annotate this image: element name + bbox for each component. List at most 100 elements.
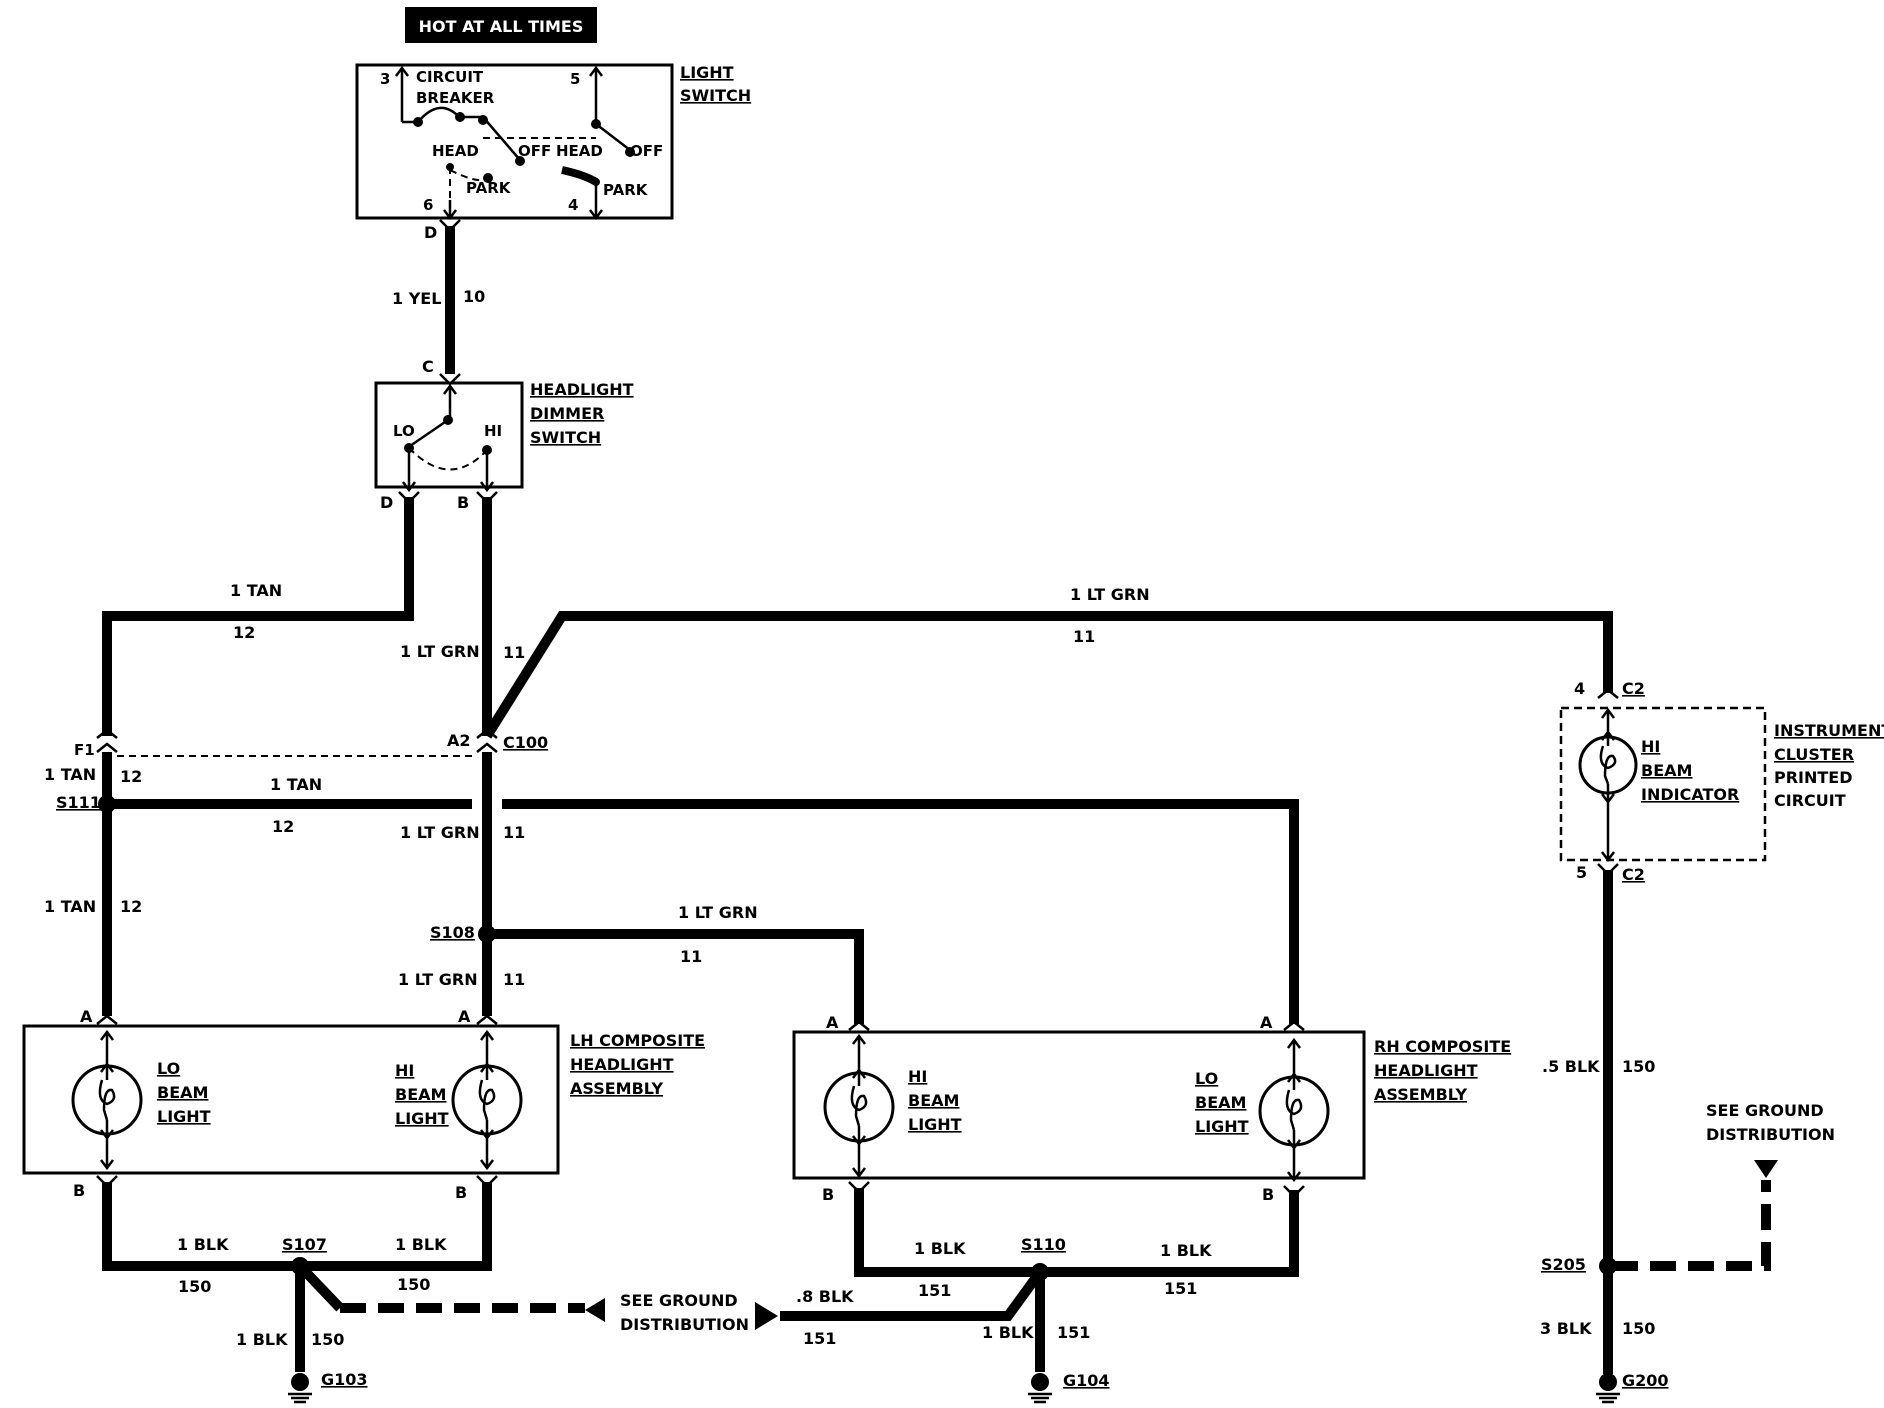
tan-f1-circuit: 12 [120, 767, 142, 786]
rh-conn-a2: A [1260, 1013, 1273, 1032]
ltgrn-top-circuit: 11 [1073, 627, 1095, 646]
cluster-ind-3: INDICATOR [1641, 785, 1739, 804]
light-switch-title-1: LIGHT [680, 63, 734, 82]
rh-title-3: ASSEMBLY [1374, 1085, 1467, 1104]
blk-rh-right-circuit: 151 [1164, 1279, 1197, 1298]
lh-composite-headlight-assembly: LO BEAM LIGHT HI BEAM LIGHT [22, 1014, 560, 1175]
blk-rh-right-color: 1 BLK [1160, 1241, 1212, 1260]
conn-d-dim: D [380, 493, 393, 512]
conn-b-dim: B [457, 493, 469, 512]
blk-rh-left-color: 1 BLK [914, 1239, 966, 1258]
yel-circuit: 10 [463, 287, 485, 306]
ground-g103: G103 [321, 1370, 368, 1389]
ls-term-4: 4 [568, 196, 578, 214]
lh-conn-b2: B [455, 1183, 467, 1202]
blk-lh-left-circuit: 150 [178, 1277, 211, 1296]
conn-c100: C100 [503, 733, 548, 752]
blk-g104-color: 1 BLK [982, 1323, 1034, 1342]
dimmer-title-1: HEADLIGHT [530, 380, 634, 399]
cluster-c2-bot: C2 [1622, 865, 1645, 884]
rh-title-1: RH COMPOSITE [1374, 1037, 1511, 1056]
ls-head-right: HEAD [556, 142, 603, 160]
lh-conn-b1: B [73, 1181, 85, 1200]
hot-label: HOT AT ALL TIMES [419, 17, 584, 36]
tan-f1-color: 1 TAN [44, 765, 96, 784]
dimmer-hi: HI [484, 422, 502, 440]
cluster-title-4: CIRCUIT [1774, 791, 1846, 810]
dimmer-title-2: DIMMER [530, 404, 604, 423]
conn-c: C [422, 357, 434, 376]
rh-conn-b2: B [1262, 1185, 1274, 1204]
blk-3-circuit: 150 [1622, 1319, 1655, 1338]
ltgrn-s108-color: 1 LT GRN [678, 903, 758, 922]
ground-dist-right-1: SEE GROUND [1706, 1101, 1824, 1120]
ls-head-left: HEAD [432, 142, 479, 160]
splice-s110: S110 [1021, 1235, 1066, 1254]
ltgrn-s108-circuit: 11 [680, 947, 702, 966]
instrument-cluster: HI BEAM INDICATOR [1559, 688, 1767, 863]
lh-conn-a1: A [80, 1007, 93, 1026]
lh-conn-a2: A [458, 1007, 471, 1026]
lh-lo-1: LO [157, 1059, 180, 1078]
lh-hi-1: HI [395, 1061, 414, 1080]
cluster-title-1: INSTRUMENT [1774, 721, 1884, 740]
ground-dist-left-1: SEE GROUND [620, 1291, 738, 1310]
cluster-ind-1: HI [1641, 737, 1660, 756]
splice-s111: S111 [56, 793, 101, 812]
ltgrn-dim-color: 1 LT GRN [400, 642, 480, 661]
lh-hi-3: LIGHT [395, 1109, 449, 1128]
tan-low-circuit: 12 [120, 897, 142, 916]
ltgrn-low-color: 1 LT GRN [398, 970, 478, 989]
lh-title-2: HEADLIGHT [570, 1055, 674, 1074]
blk-g103-circuit: 150 [311, 1330, 344, 1349]
lh-title-3: ASSEMBLY [570, 1079, 663, 1098]
ls-breaker-1: CIRCUIT [416, 68, 484, 86]
blk-08-color: .8 BLK [796, 1287, 854, 1306]
tan-top-color: 1 TAN [230, 581, 282, 600]
ground-g104: G104 [1063, 1371, 1110, 1390]
blk-g104-circuit: 151 [1057, 1323, 1090, 1342]
lh-lo-2: BEAM [157, 1083, 208, 1102]
cluster-pin-5: 5 [1576, 863, 1587, 882]
tan-top-circuit: 12 [233, 623, 255, 642]
ls-term-5: 5 [570, 70, 580, 88]
lh-title-1: LH COMPOSITE [570, 1031, 705, 1050]
headlight-dimmer-switch: LO HI [374, 373, 524, 493]
ltgrn-dim-circuit: 11 [503, 643, 525, 662]
ground-g200: G200 [1622, 1371, 1669, 1390]
lh-hi-2: BEAM [395, 1085, 446, 1104]
conn-f1: F1 [74, 741, 95, 759]
rh-hi-3: LIGHT [908, 1115, 962, 1134]
ls-breaker-2: BREAKER [416, 89, 495, 107]
rh-hi-2: BEAM [908, 1091, 959, 1110]
ltgrn-low-circuit: 11 [503, 970, 525, 989]
ground-g104-symbol [1028, 1373, 1052, 1404]
ground-dist-right-2: DISTRIBUTION [1706, 1125, 1835, 1144]
dimmer-lo: LO [393, 422, 415, 440]
splice-s108: S108 [430, 923, 475, 942]
cluster-title-3: PRINTED [1774, 768, 1853, 787]
ls-off-right: OFF [630, 142, 663, 160]
blk-lh-right-circuit: 150 [397, 1275, 430, 1294]
hot-at-all-times-banner: HOT AT ALL TIMES [405, 7, 597, 43]
rh-title-2: HEADLIGHT [1374, 1061, 1478, 1080]
cluster-pin-4: 4 [1574, 679, 1585, 698]
light-switch-title-2: SWITCH [680, 86, 751, 105]
blk-3-color: 3 BLK [1540, 1319, 1592, 1338]
cluster-ind-2: BEAM [1641, 761, 1692, 780]
rh-lo-3: LIGHT [1195, 1117, 1249, 1136]
ls-term-3: 3 [380, 70, 390, 88]
ltgrn-top-color: 1 LT GRN [1070, 585, 1150, 604]
tan-s111-color: 1 TAN [270, 775, 322, 794]
blk-lh-left-color: 1 BLK [177, 1235, 229, 1254]
conn-d-top: D [424, 223, 437, 242]
cluster-c2-top: C2 [1622, 679, 1645, 698]
splice-s107: S107 [282, 1235, 327, 1254]
blk-g103-color: 1 BLK [236, 1330, 288, 1349]
ls-park-right: PARK [603, 181, 649, 199]
blk-08-circuit: 151 [803, 1329, 836, 1348]
tan-s111-circuit: 12 [272, 817, 294, 836]
ls-park-left: PARK [466, 179, 512, 197]
blk-rh-left-circuit: 151 [918, 1281, 951, 1300]
